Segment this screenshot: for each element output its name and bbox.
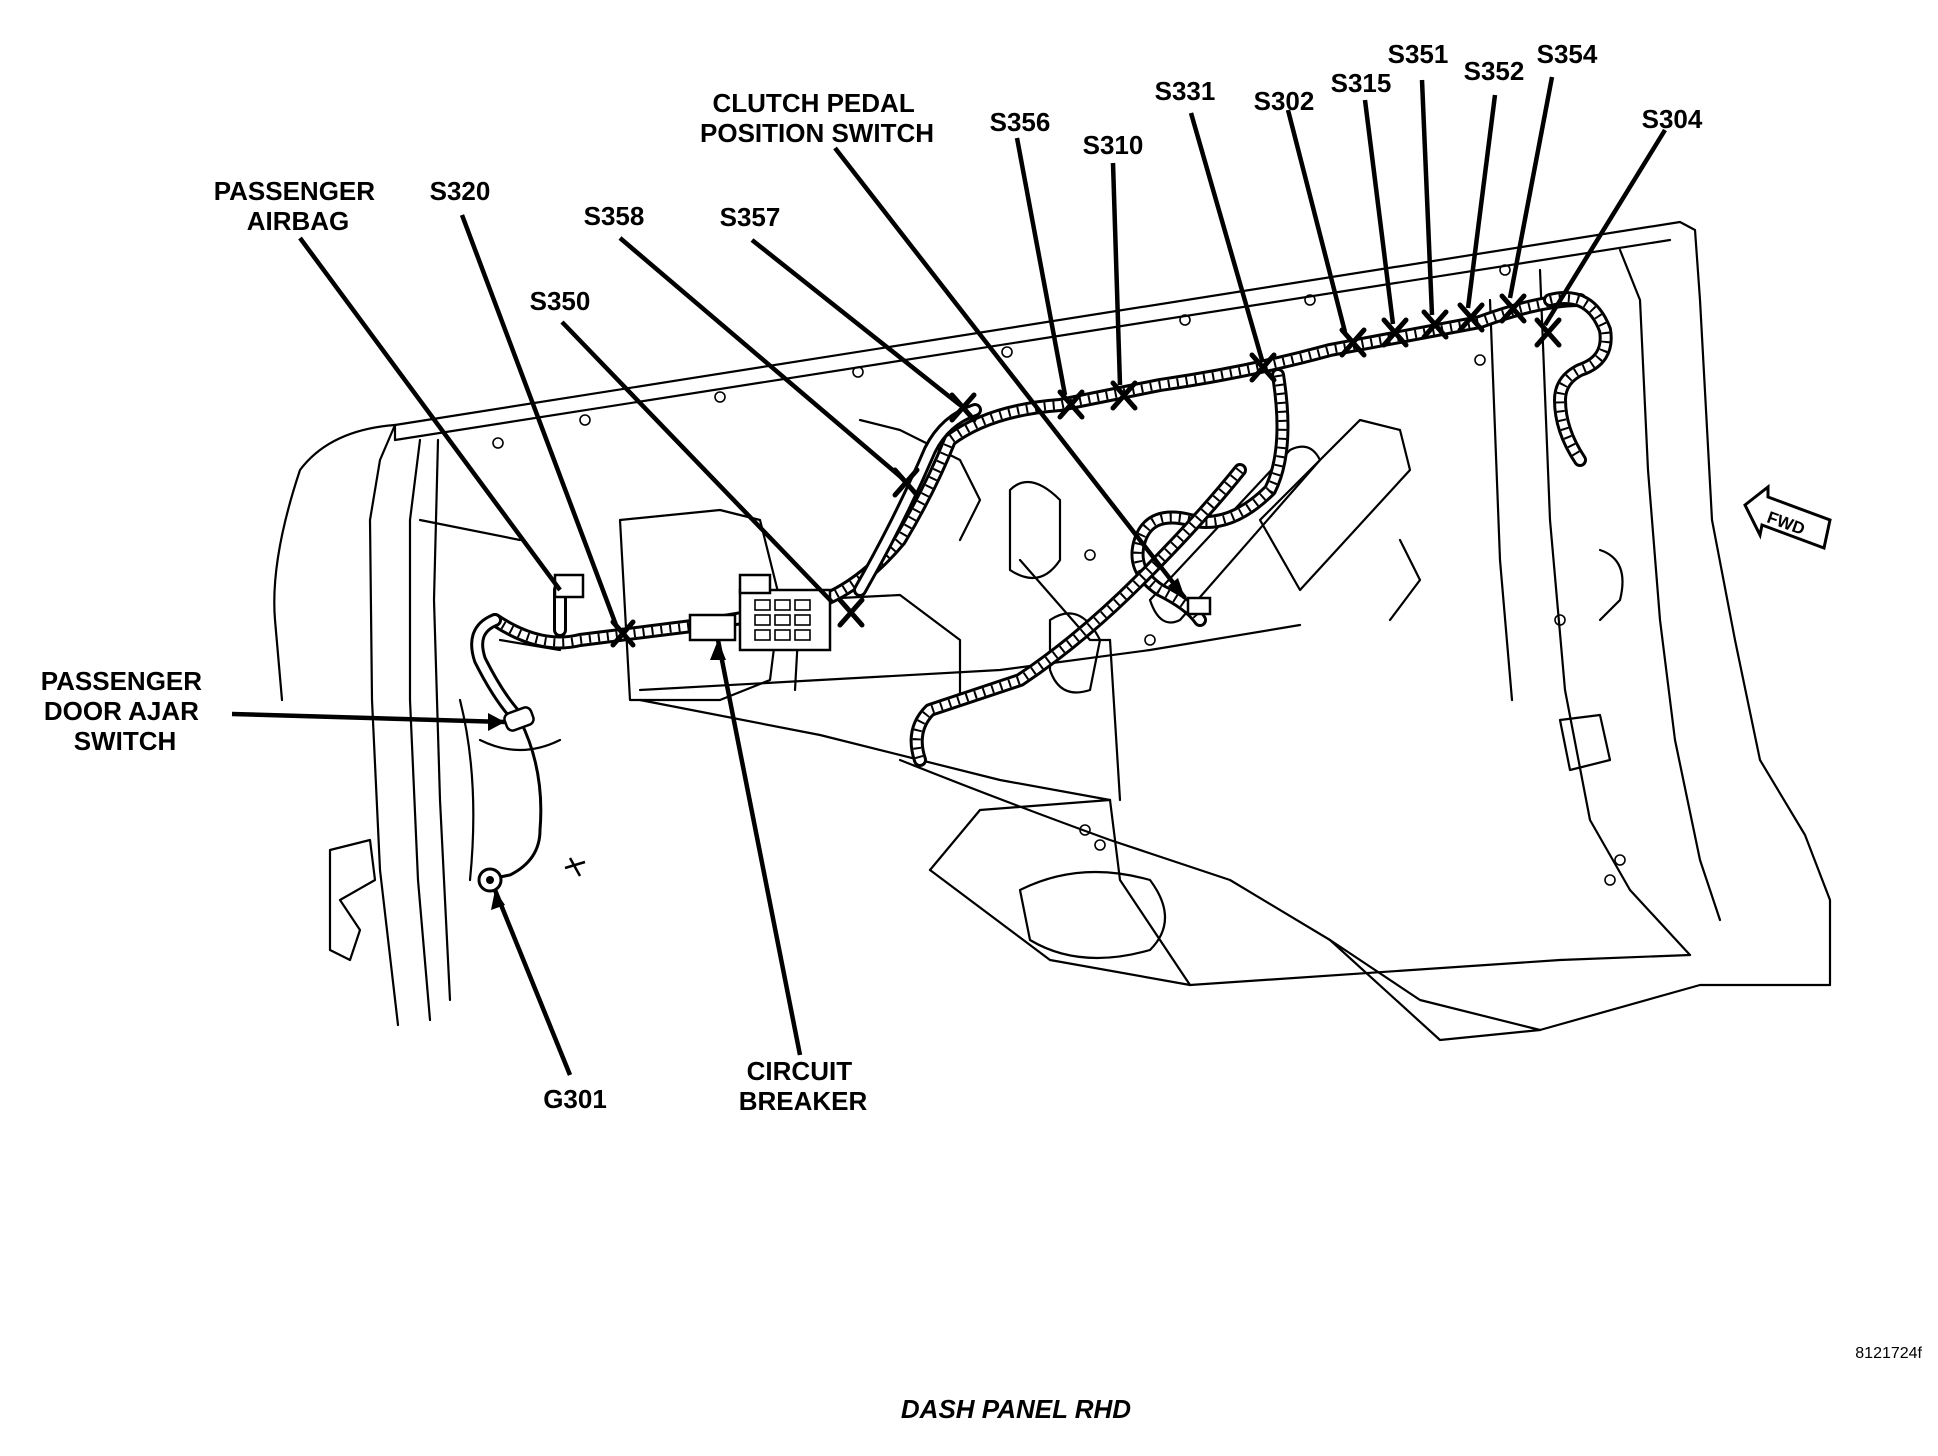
splice-x-icon xyxy=(610,619,636,648)
s350-label: S350 xyxy=(530,286,591,316)
splice-x-icon xyxy=(1057,389,1085,420)
splice-x-icon xyxy=(1421,309,1449,340)
g301-label: G301 xyxy=(543,1084,607,1114)
s356-label: S356 xyxy=(990,107,1051,137)
s302-label: S302 xyxy=(1254,86,1315,116)
s352-label: S352 xyxy=(1464,56,1525,86)
circuit-breaker-label: CIRCUIT BREAKER xyxy=(739,1056,868,1116)
splice-x-icon xyxy=(1339,327,1367,358)
dash-panel-body xyxy=(273,220,1832,1042)
s331-label: S331 xyxy=(1155,76,1216,106)
s354-label: S354 xyxy=(1537,39,1598,69)
s320-label: S320 xyxy=(430,176,491,206)
fwd-arrow-icon: FWD xyxy=(1743,483,1832,551)
s304-label: S304 xyxy=(1642,104,1703,134)
s357-label: S357 xyxy=(720,202,781,232)
labels: PASSENGER AIRBAG S320 S358 S357 S350 CLU… xyxy=(41,39,1703,1116)
s351-label: S351 xyxy=(1388,39,1449,69)
clutch-switch-connector xyxy=(1186,596,1212,616)
door-ajar-switch xyxy=(503,706,535,732)
splice-x-icon xyxy=(1381,317,1409,348)
passenger-airbag-label: PASSENGER AIRBAG xyxy=(214,176,383,236)
s358-label: S358 xyxy=(584,201,645,231)
ground-eyelet-icon xyxy=(477,857,586,893)
splice-x-icon xyxy=(1457,302,1485,333)
splice-x-icon xyxy=(1534,317,1562,348)
figure-caption: DASH PANEL RHD xyxy=(901,1394,1131,1424)
splice-x-icon xyxy=(1499,293,1527,324)
s310-label: S310 xyxy=(1083,130,1144,160)
leader-lines xyxy=(231,76,1667,1076)
passenger-door-ajar-switch-label: PASSENGER DOOR AJAR SWITCH xyxy=(41,666,210,756)
s315-label: S315 xyxy=(1331,68,1392,98)
clutch-pedal-position-switch-label: CLUTCH PEDAL POSITION SWITCH xyxy=(700,88,934,148)
splice-x-icon xyxy=(837,597,865,628)
panel-bolts xyxy=(492,264,1626,886)
figure-id: 8121724f xyxy=(1855,1345,1922,1362)
circuit-breaker-block xyxy=(688,573,832,652)
splice-x-icon xyxy=(1110,380,1138,411)
splice-x-icon xyxy=(1249,352,1277,383)
